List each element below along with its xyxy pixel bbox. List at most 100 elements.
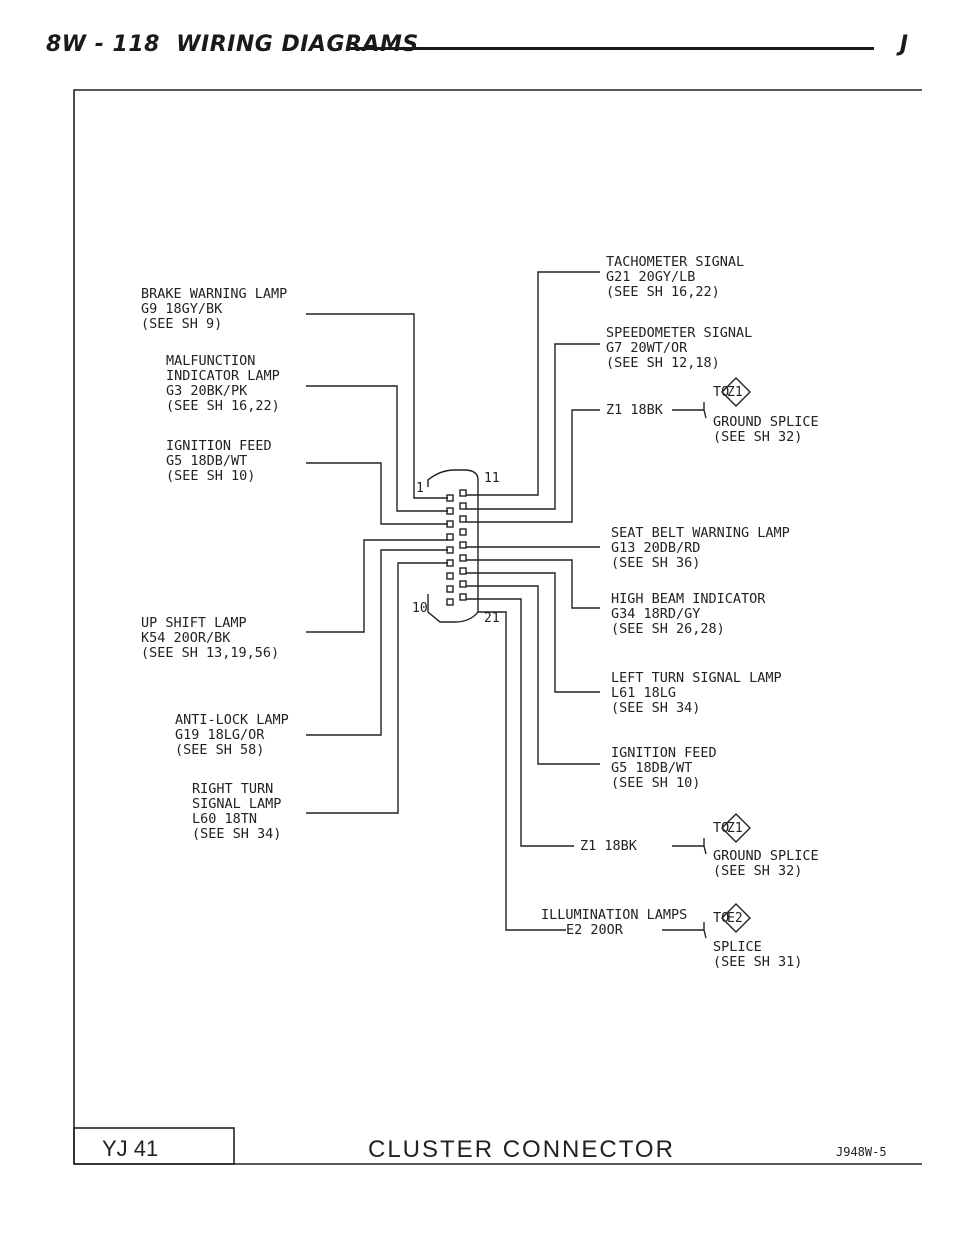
svg-text:GROUND SPLICE: GROUND SPLICE [713,414,819,430]
svg-text:(SEE SH 32): (SEE SH 32) [713,863,802,879]
label-speedo: SPEEDOMETER SIGNAL G7 20WT/OR (SEE SH 12… [606,325,752,371]
svg-text:LEFT TURN SIGNAL LAMP: LEFT TURN SIGNAL LAMP [611,670,782,686]
wire-ignition-right [466,585,600,765]
wire-z1-top [466,409,600,523]
svg-text:G5 18DB/WT: G5 18DB/WT [611,760,692,776]
page-header-title: 8W - 118 WIRING DIAGRAMS [46,32,419,57]
svg-text:(SEE SH 10): (SEE SH 10) [166,468,255,484]
svg-text:SEAT BELT WARNING LAMP: SEAT BELT WARNING LAMP [611,525,790,541]
label-seatbelt: SEAT BELT WARNING LAMP G13 20DB/RD (SEE … [611,525,790,571]
svg-text:INDICATOR LAMP: INDICATOR LAMP [166,368,280,384]
pin-10-label: 10 [412,601,428,616]
label-to-e2: TO [713,910,729,926]
header-rule [346,47,874,50]
label-e2-note: SPLICE (SEE SH 31) [713,939,802,970]
pin-11-label: 11 [484,471,500,486]
svg-text:G21 20GY/LB: G21 20GY/LB [606,269,695,285]
label-ignition-right: IGNITION FEED G5 18DB/WT (SEE SH 10) [611,745,717,791]
svg-text:(SEE SH 12,18): (SEE SH 12,18) [606,355,720,371]
wire-malfunction [306,385,448,512]
pin-21-label: 21 [484,611,500,626]
diagram-frame [73,89,922,1164]
wire-leftturn [466,572,600,693]
footer-code: J948W-5 [836,1145,887,1159]
svg-text:(SEE SH 32): (SEE SH 32) [713,429,802,445]
diamond-e2 [721,903,751,933]
page-header-letter: J [899,32,908,57]
connector-pins [446,489,467,606]
label-tach: TACHOMETER SIGNAL G21 20GY/LB (SEE SH 16… [606,254,744,300]
wire-speedo [466,343,600,510]
svg-text:SPEEDOMETER SIGNAL: SPEEDOMETER SIGNAL [606,325,752,341]
wire-z1-bottom [466,598,574,847]
label-z1-top-wire: Z1 18BK [606,402,664,418]
label-antilock: ANTI-LOCK LAMP G19 18LG/OR (SEE SH 58) [175,712,289,758]
svg-text:L60 18TN: L60 18TN [192,811,257,827]
wire-e2 [478,611,566,931]
svg-text:(SEE SH 31): (SEE SH 31) [713,954,802,970]
label-rightturn: RIGHT TURN SIGNAL LAMP L60 18TN (SEE SH … [192,781,281,842]
svg-text:G13 20DB/RD: G13 20DB/RD [611,540,700,556]
svg-text:G7 20WT/OR: G7 20WT/OR [606,340,688,356]
svg-text:RIGHT TURN: RIGHT TURN [192,781,273,797]
svg-text:BRAKE WARNING LAMP: BRAKE WARNING LAMP [141,286,287,302]
svg-text:G5 18DB/WT: G5 18DB/WT [166,453,247,469]
svg-text:K54 20OR/BK: K54 20OR/BK [141,630,231,646]
label-upshift: UP SHIFT LAMP K54 20OR/BK (SEE SH 13,19,… [141,615,279,661]
svg-text:G3 20BK/PK: G3 20BK/PK [166,383,248,399]
label-z1-bottom-note: GROUND SPLICE (SEE SH 32) [713,848,819,879]
label-to-z1-top: TO [713,384,729,400]
splice-tail-z1-top [672,402,707,419]
svg-text:UP SHIFT LAMP: UP SHIFT LAMP [141,615,247,631]
splice-tail-z1-bottom [672,838,707,855]
svg-text:MALFUNCTION: MALFUNCTION [166,353,255,369]
wire-upshift [306,539,448,633]
label-malfunction: MALFUNCTION INDICATOR LAMP G3 20BK/PK (S… [166,353,280,414]
wire-highbeam [466,559,600,609]
model-box [73,1127,235,1165]
diamond-z1-bottom [721,813,751,843]
svg-text:(SEE SH 34): (SEE SH 34) [192,826,281,842]
code-e2: E2 [727,911,743,926]
svg-text:G34 18RD/GY: G34 18RD/GY [611,606,700,622]
svg-text:HIGH BEAM INDICATOR: HIGH BEAM INDICATOR [611,591,766,607]
svg-text:(SEE SH 16,22): (SEE SH 16,22) [166,398,280,414]
svg-text:L61 18LG: L61 18LG [611,685,676,701]
svg-text:(SEE SH 34): (SEE SH 34) [611,700,700,716]
label-z1-bottom-wire: Z1 18BK [580,838,638,854]
svg-text:SIGNAL LAMP: SIGNAL LAMP [192,796,281,812]
code-z1-top: Z1 [727,385,743,400]
code-z1-bottom: Z1 [727,821,743,836]
footer-title: CLUSTER CONNECTOR [368,1136,675,1163]
svg-text:G19 18LG/OR: G19 18LG/OR [175,727,265,743]
svg-text:(SEE SH 58): (SEE SH 58) [175,742,264,758]
svg-text:SPLICE: SPLICE [713,939,762,955]
label-leftturn: LEFT TURN SIGNAL LAMP L61 18LG (SEE SH 3… [611,670,782,716]
svg-text:G9 18GY/BK: G9 18GY/BK [141,301,223,317]
wire-rightturn [306,562,448,814]
splice-tail-e2 [662,922,707,939]
wire-brake [306,313,448,499]
label-e2-wire: E2 20OR [566,922,624,938]
label-illumination: ILLUMINATION LAMPS [541,907,687,923]
svg-text:IGNITION FEED: IGNITION FEED [166,438,272,454]
svg-text:(SEE SH 26,28): (SEE SH 26,28) [611,621,725,637]
svg-text:(SEE SH 13,19,56): (SEE SH 13,19,56) [141,645,279,661]
label-to-z1-bottom: TO [713,820,729,836]
wire-antilock [306,549,448,736]
svg-text:TACHOMETER SIGNAL: TACHOMETER SIGNAL [606,254,744,270]
svg-text:GROUND SPLICE: GROUND SPLICE [713,848,819,864]
svg-text:IGNITION FEED: IGNITION FEED [611,745,717,761]
connector-body [427,469,479,623]
svg-text:(SEE SH 9): (SEE SH 9) [141,316,222,332]
svg-text:(SEE SH 36): (SEE SH 36) [611,555,700,571]
diamond-z1-top [721,377,751,407]
wire-ignition-left [306,462,448,525]
svg-text:(SEE SH 10): (SEE SH 10) [611,775,700,791]
label-z1-top-note: GROUND SPLICE (SEE SH 32) [713,414,819,445]
pin-1-label: 1 [416,481,424,496]
svg-text:(SEE SH 16,22): (SEE SH 16,22) [606,284,720,300]
label-highbeam: HIGH BEAM INDICATOR G34 18RD/GY (SEE SH … [611,591,766,637]
wire-tach [466,271,600,496]
